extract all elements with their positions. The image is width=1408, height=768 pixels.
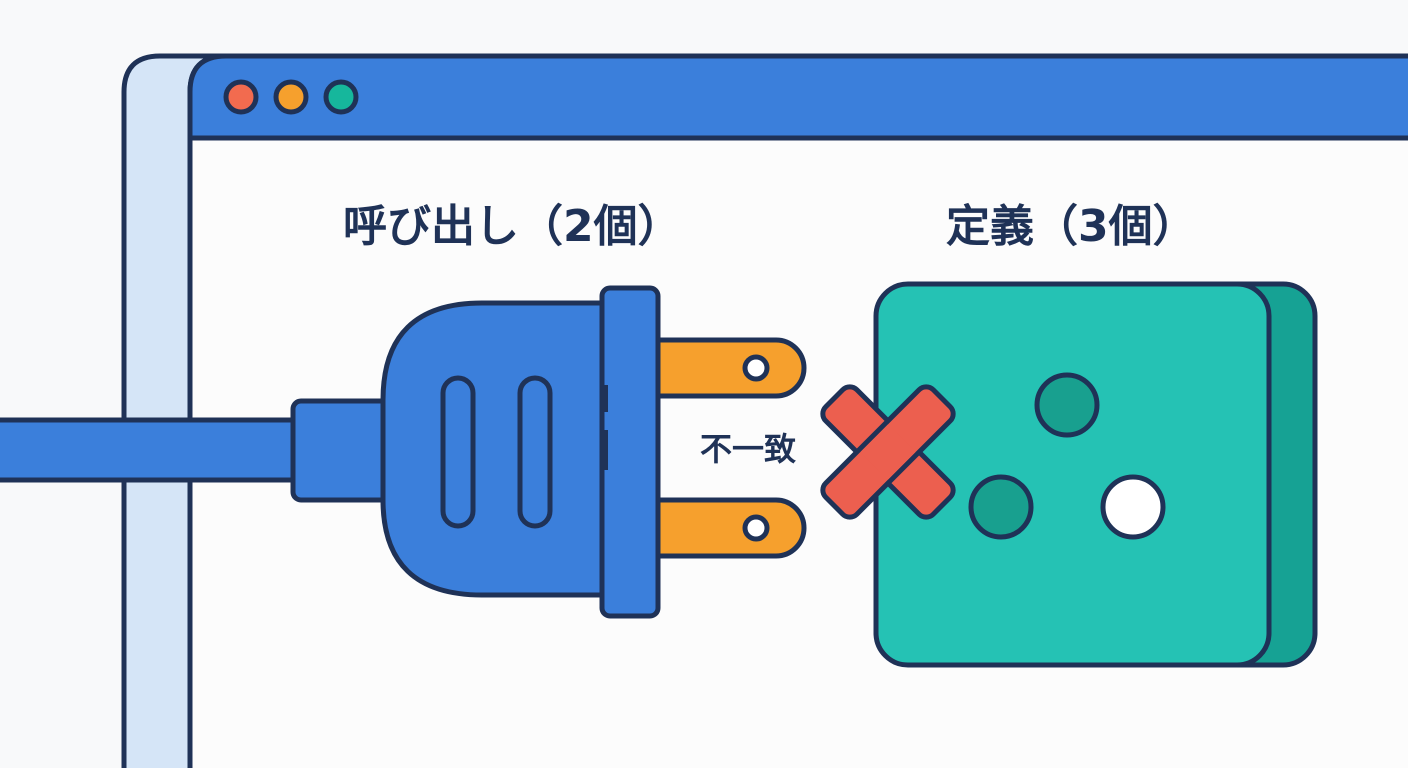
socket-hole-right [1100, 474, 1166, 540]
window-minimize-dot[interactable] [273, 79, 309, 115]
plug-prong-top [651, 337, 807, 399]
plug-prong-bottom [651, 497, 807, 559]
plug-icon [290, 285, 807, 619]
plug-grip-left [440, 375, 476, 529]
window-maximize-dot[interactable] [323, 79, 359, 115]
plug-body [380, 300, 609, 598]
browser-title-bar [187, 53, 1408, 141]
plug-collar [290, 398, 392, 503]
call-label: 呼び出し（2個） [343, 201, 682, 252]
window-close-dot[interactable] [223, 79, 259, 115]
plug-cable [0, 417, 303, 483]
definition-label: 定義（3個） [946, 201, 1197, 252]
plug-grip-right [517, 375, 553, 529]
mismatch-label: 不一致 [700, 430, 797, 468]
socket-icon [873, 281, 1318, 668]
cross-icon [820, 384, 956, 520]
socket-hole-top [1034, 372, 1100, 438]
socket-hole-left [968, 474, 1034, 540]
plug-prong-top-hole [742, 354, 770, 382]
plug-prong-bottom-hole [742, 514, 770, 542]
plug-face-plate [599, 285, 661, 619]
